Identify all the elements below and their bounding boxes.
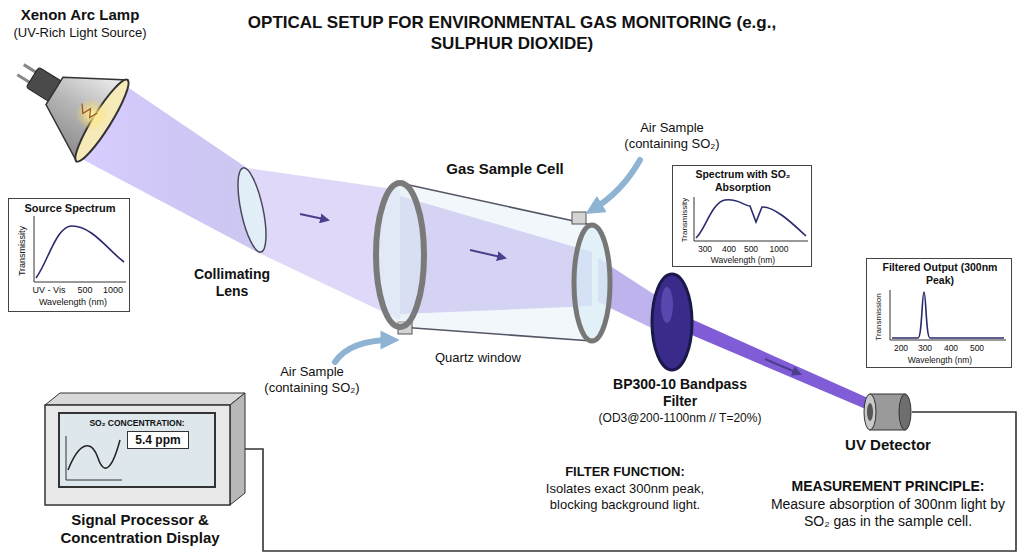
- bandpass-filter: [652, 274, 692, 370]
- tick-label: 400: [722, 244, 736, 254]
- axis-label: Transmissity: [17, 226, 28, 276]
- uv-detector: [867, 403, 873, 421]
- tick-label: 500: [970, 343, 984, 353]
- component-label: Quartz window: [435, 350, 521, 366]
- signal-processor-housing: [45, 393, 245, 505]
- component-label: BP300-10 Bandpass Filter: [605, 376, 755, 410]
- node-text: 5.4 ppm: [135, 433, 180, 447]
- inlet-label: Air Sample (containing SO₂): [247, 364, 377, 395]
- gas-sample-cell: [400, 196, 592, 314]
- spectrum-plot: [694, 197, 808, 241]
- chart-title: Source Spectrum: [24, 202, 115, 215]
- spectrum-plot: [8, 198, 130, 312]
- chart-title: Spectrum with SO₂ Absorption: [681, 168, 805, 193]
- axis-label: Wavelength (nm): [908, 355, 972, 365]
- spectrum-plot: [890, 290, 1006, 340]
- quartz-window: [376, 183, 424, 327]
- spectrum-plot: [672, 165, 812, 267]
- signal-processor-housing: [45, 405, 230, 505]
- signal-processor-housing: [45, 393, 245, 405]
- signal-processor-housing: [59, 413, 215, 487]
- bandpass-filter: [652, 274, 692, 370]
- value-readout: 5.4 ppm: [127, 431, 189, 449]
- tick-label: 1000: [103, 285, 123, 296]
- air-inlet-arrow: [335, 340, 392, 362]
- processor-box: Signal Processor & Concentration Display…: [45, 393, 245, 505]
- tick-label: 400: [944, 343, 958, 353]
- component-note: (UV-Rich Light Source): [14, 25, 147, 41]
- tick-label: UV - Vis: [33, 285, 66, 296]
- gas-port: [572, 212, 586, 224]
- xenon-arc-lamp: [78, 103, 98, 119]
- collimating-lens: [232, 166, 271, 255]
- note-text: Measure absorption of 300nm light by SO₂…: [768, 496, 1008, 530]
- axis-label: Wavelength (nm): [711, 255, 775, 265]
- component-label: Gas Sample Cell: [446, 160, 564, 178]
- tick-label: 200: [894, 343, 908, 353]
- spectrum-plot: [34, 216, 126, 282]
- axis-label: Wavelength (nm): [39, 297, 107, 308]
- xenon-arc-lamp: [70, 92, 114, 136]
- gas-sample-cell: [376, 183, 610, 341]
- spectrum-plot: [866, 258, 1012, 368]
- uv-detector: [899, 394, 911, 430]
- tick-label: 300: [698, 244, 712, 254]
- signal-cable: [245, 412, 1016, 551]
- spectrum-plot: [36, 226, 124, 278]
- gas-sample-cell: [376, 183, 610, 341]
- display-screen: SO₂ CONCENTRATION: 5.4 ppm: [59, 413, 215, 487]
- signal-processor-housing: [230, 393, 245, 505]
- note-text: Isolates exact 300nm peak, blocking back…: [525, 481, 725, 512]
- signal-processor-housing: [68, 440, 120, 470]
- spectrum-plot: [866, 258, 1012, 368]
- xenon-arc-lamp: [69, 75, 135, 166]
- tick-label: 1000: [770, 244, 789, 254]
- axis-label: Transmissity: [680, 198, 690, 243]
- spectrum-plot: [8, 198, 130, 312]
- diagram-title: OPTICAL SETUP FOR ENVIRONMENTAL GAS MONI…: [232, 12, 792, 55]
- node-text: UV Detector: [845, 436, 931, 454]
- spectrum-inset: Filtered Output (300nm Peak) Transmission…: [866, 258, 1012, 368]
- axis-label: Transmission: [874, 293, 884, 340]
- spectrum-inset: Source SpectrumTransmissity UV - Vis 500 10…: [8, 198, 130, 312]
- component-label: Collimating Lens: [177, 266, 287, 300]
- signal-processor-housing: [66, 436, 122, 480]
- note-heading: MEASUREMENT PRINCIPLE:: [792, 478, 985, 495]
- inlet-label: Air Sample (containing SO₂): [612, 120, 732, 151]
- light-beam: [80, 82, 868, 410]
- detector-node: UV Detector: [864, 392, 912, 432]
- uv-detector: [864, 394, 876, 430]
- spectrum-plot: [672, 165, 812, 267]
- tick-label: 300: [918, 343, 932, 353]
- chart-title: Filtered Output (300nm Peak): [875, 261, 1005, 286]
- beam-arrow: [300, 214, 328, 220]
- bandpass-filter: [661, 287, 673, 323]
- tick-label: 500: [77, 285, 92, 296]
- beam-arrow: [470, 250, 505, 258]
- spectrum-inset: Spectrum with SO₂ AbsorptionTransmissity…: [672, 165, 812, 267]
- air-inlet-arrow: [335, 160, 640, 362]
- xenon-arc-lamp: [0, 29, 135, 166]
- note-heading: FILTER FUNCTION:: [565, 464, 685, 480]
- node-text: Signal Processor & Concentration Display: [40, 511, 240, 547]
- beam-arrow: [765, 359, 800, 374]
- spectrum-plot: [696, 200, 806, 238]
- uv-detector: [864, 394, 911, 430]
- node-text: SO₂ CONCENTRATION:: [89, 418, 184, 428]
- spec-note: (OD3@200-1100nm // T=20%): [599, 411, 762, 425]
- tick-label: 500: [744, 244, 758, 254]
- component-label: Xenon Arc Lamp: [21, 6, 140, 24]
- light-beam: [680, 314, 868, 410]
- quartz-window: [574, 225, 610, 341]
- spectrum-plot: [892, 292, 1004, 338]
- air-inlet-arrow: [592, 160, 640, 210]
